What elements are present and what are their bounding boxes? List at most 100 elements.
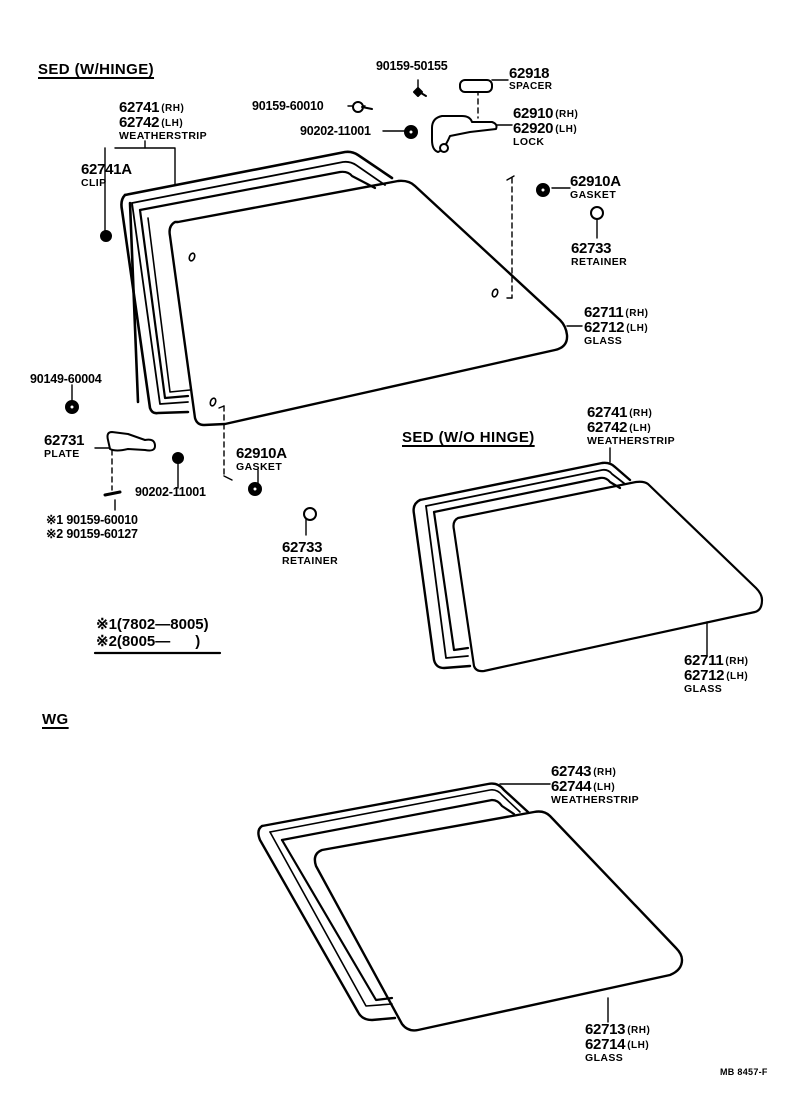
side-rh: (RH) xyxy=(629,408,653,419)
sed-wo-hinge-glass-drawing xyxy=(452,480,764,673)
side-lh: (LH) xyxy=(629,423,652,434)
callout-nut-90202-11001[interactable]: 90202-11001 xyxy=(300,124,371,138)
part-number-rh: 62713 xyxy=(585,1021,626,1038)
part-number-lh: 62712 xyxy=(684,667,725,684)
part-number-rh: 62741 xyxy=(119,99,160,116)
part-number-rh: 62711 xyxy=(584,304,624,321)
callout-nut-90202-11001-lower[interactable]: 90202-11001 xyxy=(135,485,206,499)
part-number: 90159-60127 xyxy=(66,527,138,541)
side-rh: (RH) xyxy=(725,656,749,667)
leader-lines-wg xyxy=(499,783,609,1023)
side-rh: (RH) xyxy=(161,103,185,114)
part-number: 62733 xyxy=(282,539,323,556)
side-lh: (LH) xyxy=(627,1040,650,1051)
part-number-lh: 62742 xyxy=(119,114,160,131)
callout-nut-90149-60004[interactable]: 90149-60004 xyxy=(30,372,102,386)
side-lh: (LH) xyxy=(161,118,184,129)
callout-screw-plate-2[interactable]: ※2 90159-60127 xyxy=(46,528,138,541)
callout-plate[interactable]: 62731 PLATE xyxy=(44,432,85,460)
leader-lines-wo-hinge xyxy=(609,447,708,656)
part-name: RETAINER xyxy=(571,256,628,268)
part-name: GLASS xyxy=(585,1052,624,1064)
part-name: WEATHERSTRIP xyxy=(119,130,208,142)
callout-screw-90159-60010[interactable]: 90159-60010 xyxy=(252,99,324,113)
retainer-icon xyxy=(590,206,604,220)
callout-retainer-upper[interactable]: 62733 RETAINER xyxy=(571,241,627,268)
part-number: 62731 xyxy=(44,432,85,449)
assembly-guide-lines xyxy=(111,89,513,491)
part-name: GLASS xyxy=(684,683,723,695)
side-rh: (RH) xyxy=(625,308,649,319)
part-name: GASKET xyxy=(236,461,283,473)
part-number-lh: 62714 xyxy=(585,1036,626,1053)
part-name: GLASS xyxy=(584,335,623,347)
callout-screw-90159-50155[interactable]: 90159-50155 xyxy=(376,59,448,73)
section-title-wg: WG xyxy=(42,711,69,728)
section-title-sed-wo-hinge: SED (W/O HINGE) xyxy=(402,429,535,446)
part-number: 62910A xyxy=(570,173,621,190)
part-name: WEATHERSTRIP xyxy=(587,435,676,447)
variant-mark: ※1 xyxy=(46,513,64,527)
callout-glass-w-hinge[interactable]: 62711(RH) 62712(LH) GLASS xyxy=(584,305,649,347)
side-rh: (RH) xyxy=(593,767,617,778)
part-name: LOCK xyxy=(513,136,545,148)
sed-w-hinge-glass-drawing xyxy=(168,179,569,427)
side-lh: (LH) xyxy=(626,323,649,334)
part-number-rh: 62741 xyxy=(587,404,628,421)
plate-icon xyxy=(106,431,156,452)
part-number-rh: 62711 xyxy=(684,652,724,669)
production-date-note-2: ※2(8005— ) xyxy=(96,633,201,650)
callout-screw-plate-1[interactable]: ※1 90159-60010 xyxy=(46,514,138,527)
part-number: 62918 xyxy=(509,65,550,82)
callout-retainer-lower[interactable]: 62733 RETAINER xyxy=(282,540,338,567)
hardware-parts xyxy=(65,79,604,521)
part-number: 62741A xyxy=(81,161,132,178)
callout-weatherstrip-wg[interactable]: 62743(RH) 62744(LH) WEATHERSTRIP xyxy=(551,764,639,806)
variant-mark: ※2 xyxy=(46,527,64,541)
part-number: 62910A xyxy=(236,445,287,462)
callout-spacer[interactable]: 62918 SPACER xyxy=(509,66,552,92)
guide-ticks xyxy=(218,175,515,481)
part-name: WEATHERSTRIP xyxy=(551,794,640,806)
section-title-sed-w-hinge: SED (W/HINGE) xyxy=(38,61,155,78)
part-number-lh: 62920 xyxy=(513,120,554,137)
sed-wo-hinge-weatherstrip-drawing xyxy=(412,461,632,670)
leader-lines-w-hinge xyxy=(71,79,598,536)
retainer-lower-icon xyxy=(303,507,317,521)
part-number-rh: 62910 xyxy=(513,105,554,122)
illustration-reference-code: MB 8457-F xyxy=(720,1067,768,1077)
side-lh: (LH) xyxy=(593,782,616,793)
side-rh: (RH) xyxy=(555,109,579,120)
part-name: PLATE xyxy=(44,448,80,460)
nut-lower-icon xyxy=(172,452,184,464)
clip-icon xyxy=(100,230,112,242)
wg-weatherstrip-drawing xyxy=(257,782,530,1022)
wg-glass-drawing xyxy=(313,810,684,1032)
part-name: RETAINER xyxy=(282,555,339,567)
part-number-lh: 62744 xyxy=(551,778,592,795)
production-date-note-1: ※1(7802—8005) xyxy=(96,616,209,633)
part-name: GASKET xyxy=(570,189,617,201)
callout-weatherstrip-w-hinge[interactable]: 62741(RH) 62742(LH) WEATHERSTRIP xyxy=(119,100,207,142)
callout-clip[interactable]: 62741A CLIP xyxy=(81,162,132,189)
sed-w-hinge-weatherstrip-drawing xyxy=(120,150,394,415)
lock-icon xyxy=(431,115,498,153)
part-number-rh: 62743 xyxy=(551,763,592,780)
part-number-lh: 62712 xyxy=(584,319,625,336)
part-number: 90159-60010 xyxy=(66,513,138,527)
side-lh: (LH) xyxy=(726,671,749,682)
callout-gasket-lower[interactable]: 62910A GASKET xyxy=(236,446,287,473)
side-lh: (LH) xyxy=(555,124,578,135)
callout-glass-wo-hinge[interactable]: 62711(RH) 62712(LH) GLASS xyxy=(684,653,749,695)
spacer-icon xyxy=(459,79,493,93)
part-number-lh: 62742 xyxy=(587,419,628,436)
screw-icon xyxy=(413,87,427,97)
part-number: 62733 xyxy=(571,240,612,257)
side-rh: (RH) xyxy=(627,1025,651,1036)
callout-glass-wg[interactable]: 62713(RH) 62714(LH) GLASS xyxy=(585,1022,650,1064)
callout-lock[interactable]: 62910(RH) 62920(LH) LOCK xyxy=(513,106,578,148)
callout-weatherstrip-wo-hinge[interactable]: 62741(RH) 62742(LH) WEATHERSTRIP xyxy=(587,405,675,447)
callout-gasket-upper[interactable]: 62910A GASKET xyxy=(570,174,621,201)
part-name: CLIP xyxy=(81,177,107,189)
